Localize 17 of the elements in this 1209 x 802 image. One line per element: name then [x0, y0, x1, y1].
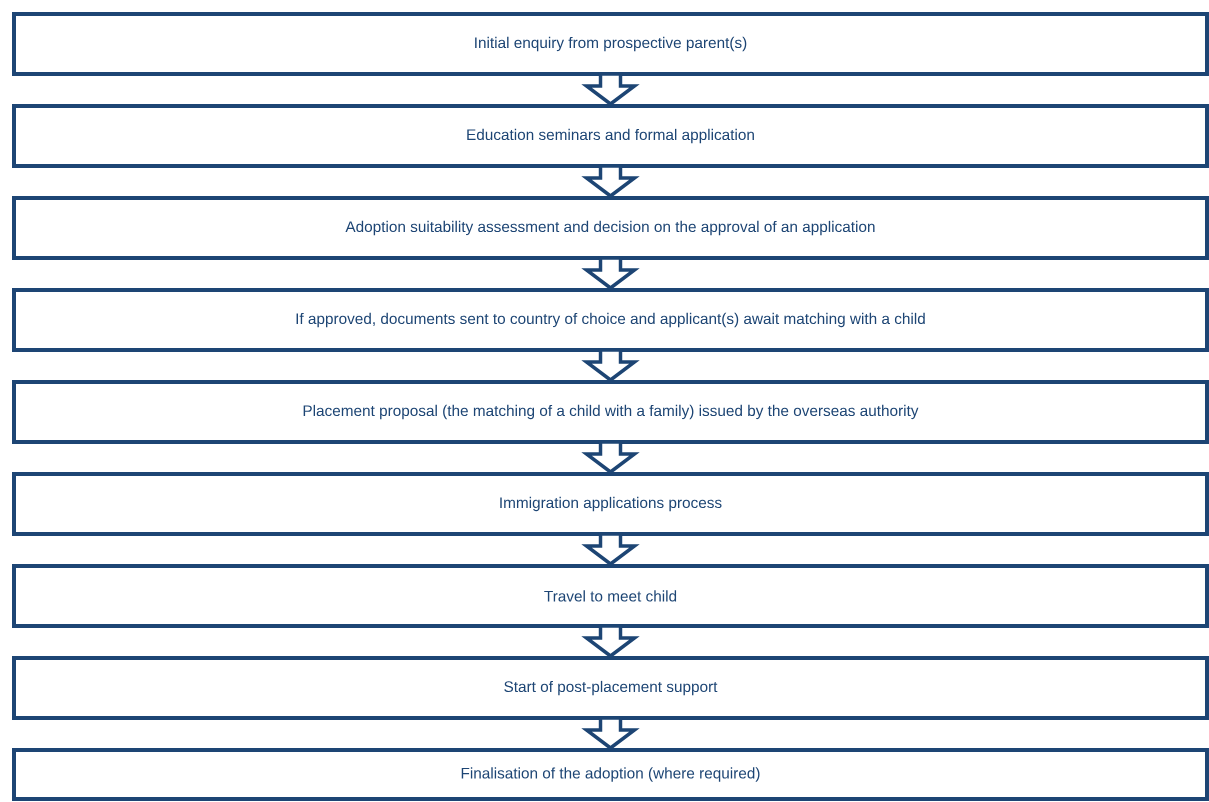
process-box: Education seminars and formal application: [12, 104, 1209, 168]
arrow: [581, 256, 640, 291]
arrow: [581, 164, 640, 199]
arrow: [581, 624, 640, 659]
process-box: If approved, documents sent to country of choice and applicant(s) await matching with a child: [12, 288, 1209, 352]
arrow: [581, 716, 640, 751]
process-box: Immigration applications process: [12, 472, 1209, 536]
process-box: Adoption suitability assessment and decision on the approval of an application: [12, 196, 1209, 260]
process-box: Finalisation of the adoption (where required): [12, 748, 1209, 801]
arrow: [581, 72, 640, 107]
arrow: [581, 348, 640, 383]
process-box: Initial enquiry from prospective parent(s): [12, 12, 1209, 76]
arrow: [581, 532, 640, 567]
process-box: Placement proposal (the matching of a child with a family) issued by the overseas authority: [12, 380, 1209, 444]
arrow: [581, 440, 640, 475]
process-box: Travel to meet child: [12, 564, 1209, 628]
process-box: Start of post-placement support: [12, 656, 1209, 720]
